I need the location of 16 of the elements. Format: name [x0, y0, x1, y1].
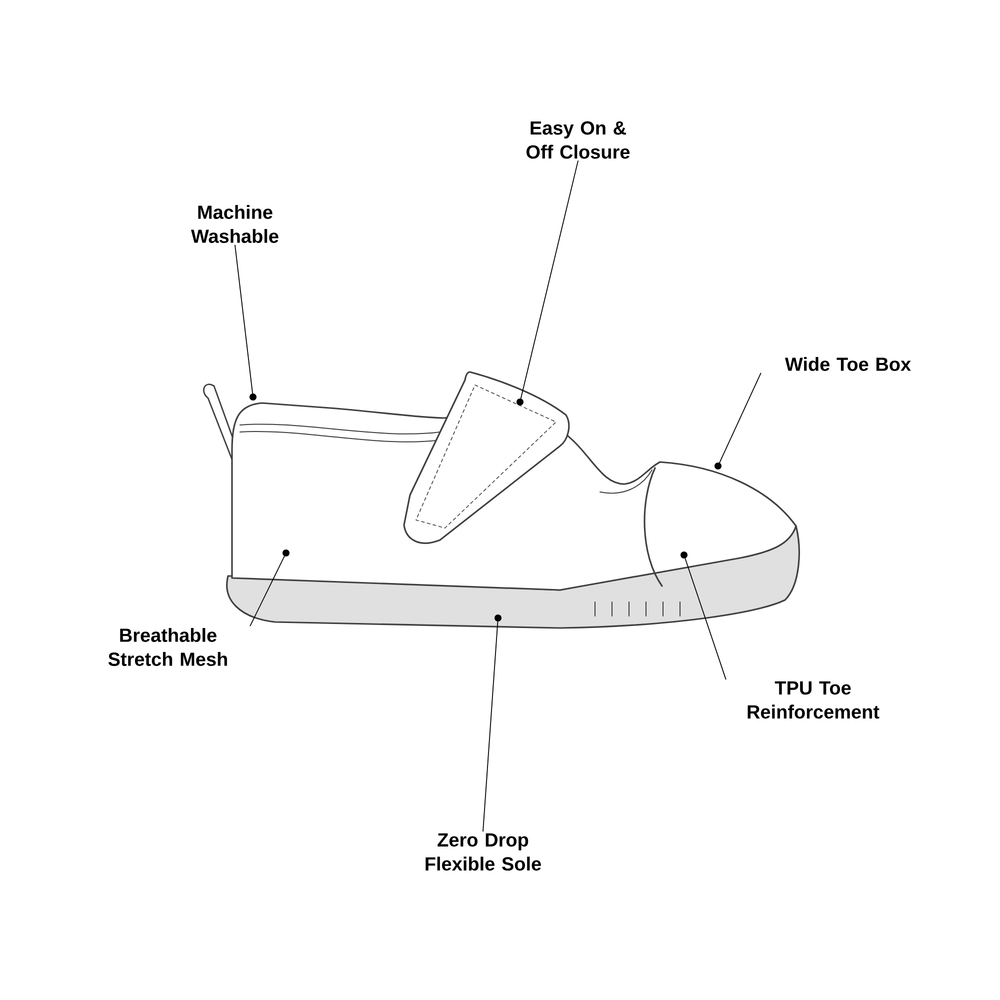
callout-dot: [516, 398, 524, 406]
callout-label: Easy On & Off Closure: [526, 121, 630, 159]
callout-label: Wide Toe Box: [784, 357, 911, 371]
callout-dot: [494, 614, 502, 622]
callout-dot: [250, 394, 256, 400]
leader-line: [234, 244, 254, 394]
leader-line: [684, 558, 726, 680]
callout-label: Zero Drop Flexible Sole: [426, 833, 541, 871]
callout-dot: [680, 552, 688, 558]
callout-label: Machine Washable: [191, 205, 278, 243]
leader-line: [719, 372, 762, 464]
callout-label: Breathable Stretch Mesh: [108, 628, 227, 666]
callout-label: TPU Toe Reinforcement: [748, 681, 880, 719]
leader-line: [520, 160, 578, 399]
callout-dot: [714, 462, 722, 470]
callout-dot: [282, 550, 290, 556]
